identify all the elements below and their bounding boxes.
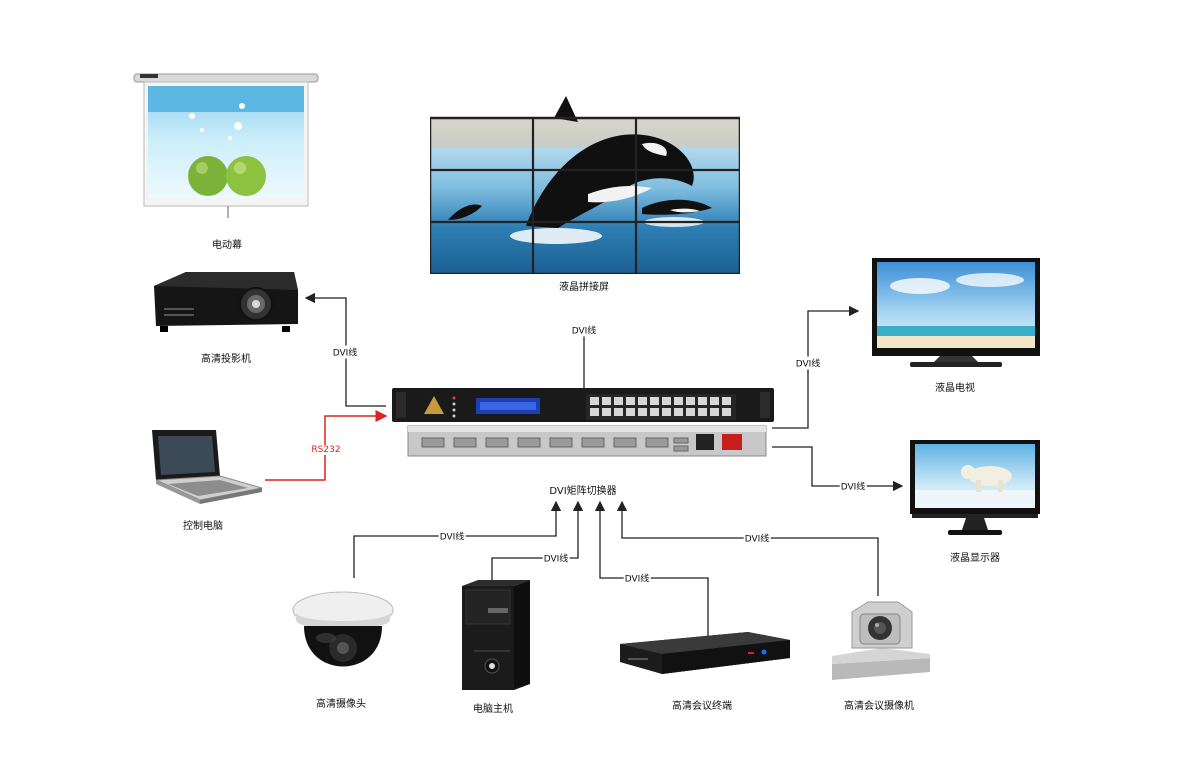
- projector-label: 高清投影机: [201, 354, 251, 365]
- switcher-key: [722, 397, 731, 405]
- lcd-monitor-image: [910, 440, 1040, 535]
- projection-screen-image: [133, 73, 319, 218]
- link-label-conf-terminal: DVI线: [623, 571, 651, 585]
- switcher-key: [698, 408, 707, 416]
- switcher-key: [626, 408, 635, 416]
- conf-terminal-label: 高清会议终端: [672, 701, 732, 712]
- switcher-key: [698, 397, 707, 405]
- switcher-key: [662, 408, 671, 416]
- link-label-video-wall: DVI线: [570, 323, 598, 337]
- switcher-key: [590, 408, 599, 416]
- link-label-laptop: RS232: [310, 445, 342, 455]
- link-label-pc-tower: DVI线: [542, 551, 570, 565]
- wire-conf-terminal: [594, 500, 709, 636]
- switcher-key: [722, 408, 731, 416]
- switcher-key: [686, 408, 695, 416]
- switcher-key: [614, 408, 623, 416]
- dome-camera-label: 高清摄像头: [316, 699, 366, 710]
- switcher-key: [638, 397, 647, 405]
- switcher-key: [710, 397, 719, 405]
- lcd-monitor-label: 液晶显示器: [950, 553, 1000, 564]
- switcher-key: [638, 408, 647, 416]
- screen-label: 电动幕: [212, 240, 242, 251]
- switcher-key: [602, 397, 611, 405]
- switcher-key: [674, 397, 683, 405]
- dome-camera-image: [292, 591, 394, 667]
- lcd-tv-image: [872, 258, 1040, 367]
- link-label-lcd-tv: DVI线: [794, 356, 822, 370]
- link-label-dome-camera: DVI线: [438, 529, 466, 543]
- link-label-lcd-monitor: DVI线: [839, 479, 867, 493]
- switcher-key: [650, 408, 659, 416]
- wire-ptz-camera: [616, 500, 879, 596]
- laptop-image: [152, 430, 263, 504]
- wire-pc-tower: [491, 500, 584, 582]
- switcher-key: [602, 408, 611, 416]
- switcher-key: [686, 397, 695, 405]
- ptz-camera-image: [832, 601, 930, 680]
- switcher-key: [590, 397, 599, 405]
- switcher-key: [626, 397, 635, 405]
- switcher-key: [662, 397, 671, 405]
- laptop-label: 控制电脑: [183, 521, 223, 532]
- wire-lcd-tv: [772, 305, 860, 429]
- wire-lcd-monitor: [772, 446, 904, 492]
- ptz-camera-label: 高清会议摄像机: [844, 701, 914, 712]
- link-label-ptz-camera: DVI线: [743, 531, 771, 545]
- hub-label: DVI矩阵切换器: [549, 486, 617, 497]
- switcher-key: [674, 408, 683, 416]
- pc-tower-image: [462, 580, 530, 690]
- switcher-key: [710, 408, 719, 416]
- video-wall-label: 液晶拼接屏: [559, 282, 609, 293]
- projector-image: [154, 272, 298, 332]
- switcher-key: [614, 397, 623, 405]
- conf-terminal-image: [620, 632, 790, 674]
- dvi-matrix-switcher-image: [392, 388, 774, 457]
- link-label-projector: DVI线: [331, 345, 359, 359]
- lcd-tv-label: 液晶电视: [935, 383, 975, 394]
- pc-tower-label: 电脑主机: [473, 704, 513, 715]
- switcher-key: [650, 397, 659, 405]
- video-wall-image: [430, 96, 740, 274]
